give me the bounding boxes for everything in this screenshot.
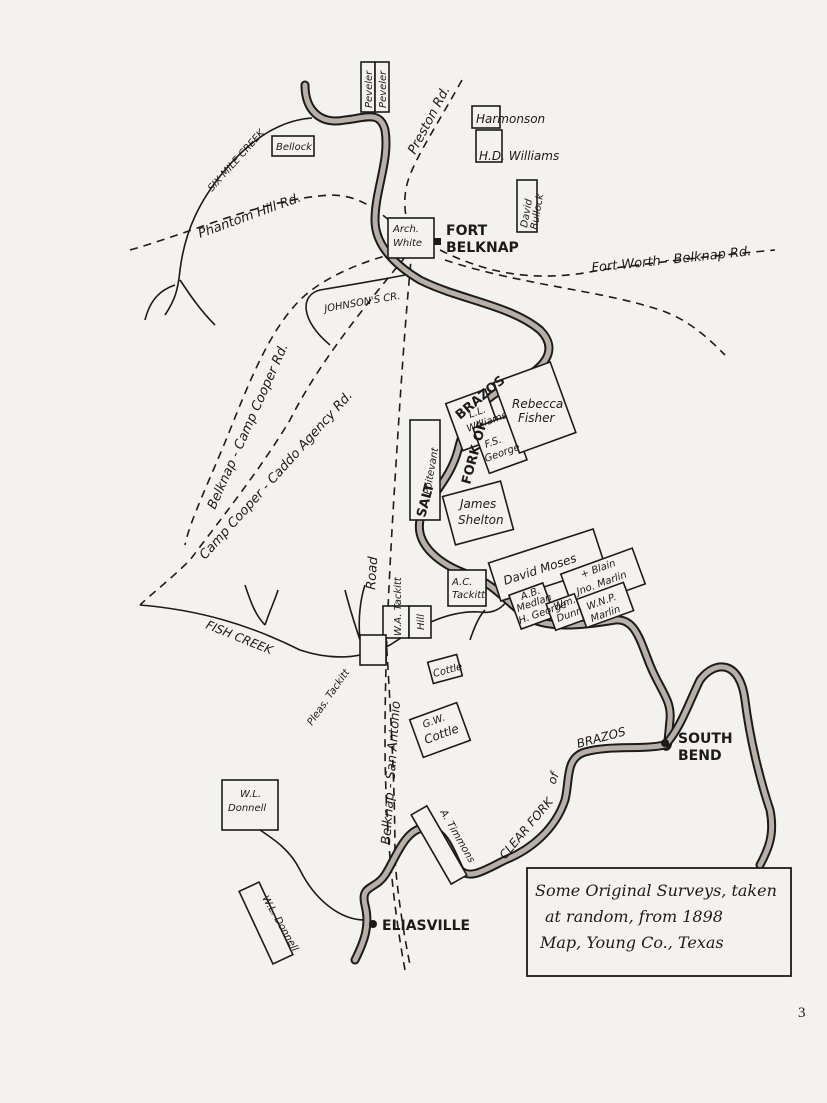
label-david-bullock-1: David <box>519 198 535 229</box>
parcel-harmonson <box>471 105 501 129</box>
johnsons-creek <box>305 274 406 346</box>
town-fort-belknap-2: BELKNAP <box>446 240 519 256</box>
six-mile-creek-branch-a <box>179 279 216 326</box>
label-wl-donnell-2: Donnell <box>228 803 266 814</box>
parcel-rebecca-fisher <box>492 361 577 455</box>
town-south-bend-1: SOUTH <box>678 731 733 747</box>
parcel-arch-white <box>387 217 435 259</box>
label-wl-donnell-1: W.L. <box>240 789 261 800</box>
label-peveler-b: Peveler <box>378 70 389 108</box>
brazos-main-fill <box>662 664 775 868</box>
label-arch-white-2: White <box>393 238 422 249</box>
label-hd-williams: H.D. Williams <box>479 149 559 163</box>
fish-creek-branch-a <box>244 584 279 626</box>
label-james-shelton-2: Shelton <box>458 513 504 527</box>
roads <box>129 79 776 971</box>
legend-line-3: Map, Young Co., Texas <box>539 933 724 952</box>
parcel-ac-tackitt <box>447 569 487 607</box>
label-bellock: Bellock <box>276 142 313 153</box>
legend-line-2: at random, from 1898 <box>545 907 723 926</box>
road-phantom-hill <box>129 194 411 251</box>
parcel-a-timmons <box>410 804 468 886</box>
parcel-david-bullock <box>516 179 538 233</box>
page-number: 3 <box>798 1005 806 1021</box>
south-bend-marker <box>661 739 669 747</box>
legend-line-1: Some Original Surveys, taken <box>535 881 777 900</box>
eliasville-marker <box>369 920 377 928</box>
parcel-wl-donnell-north <box>221 779 279 831</box>
label-rebecca-fisher-1: Rebecca <box>512 397 563 411</box>
parcel-bellock <box>271 135 315 157</box>
label-james-shelton-1: James <box>458 497 496 511</box>
fort-belknap-marker <box>434 238 441 245</box>
legend-box <box>526 867 792 977</box>
parcel-james-shelton <box>441 480 515 546</box>
label-wa-tackitt: W.A. Tackitt <box>393 576 404 636</box>
road-belknap-camp-cooper <box>184 249 411 546</box>
fish-creek-branch-c <box>469 609 486 641</box>
label-hill: Hill <box>416 614 427 630</box>
parcel-poitevant <box>409 419 441 521</box>
road-belknap-san-antonio-lower <box>384 619 411 966</box>
parcel-wm-dunn <box>545 592 585 632</box>
parcel-cottle-small <box>426 653 464 685</box>
label-arch-white-1: Arch. <box>392 224 419 235</box>
parcel-peveler-b <box>374 61 390 113</box>
town-eliasville: ELIASVILLE <box>382 918 470 934</box>
parcel-wl-donnell-strip <box>238 881 294 965</box>
label-road: Road <box>364 555 381 590</box>
six-mile-creek <box>164 117 313 316</box>
label-ac-tackitt-1: A.C. <box>451 577 472 588</box>
parcel-david-moses <box>487 527 607 603</box>
town-markers <box>369 238 669 928</box>
survey-parcels <box>221 61 647 965</box>
parcel-hd-williams <box>475 129 503 163</box>
label-ac-tackitt-2: Tackitt <box>452 590 486 601</box>
label-rebecca-fisher-2: Fisher <box>518 411 555 425</box>
parcel-wa-tackitt <box>382 605 410 639</box>
road-east-branch <box>444 259 726 356</box>
donnell-creek <box>259 829 366 921</box>
parcel-gw-cottle <box>408 701 472 759</box>
label-harmonson: Harmonson <box>476 112 545 126</box>
town-south-bend-2: BEND <box>678 748 722 764</box>
town-fort-belknap-1: FORT <box>446 223 488 239</box>
parcel-hill <box>408 605 432 639</box>
parcel-ab-medlan <box>507 581 557 631</box>
six-mile-creek-branch-b <box>144 284 176 321</box>
road-fort-worth-belknap <box>439 249 776 277</box>
label-peveler-a: Peveler <box>364 70 375 108</box>
road-camp-cooper-caddo <box>139 244 416 606</box>
parcel-pleas-tackitt <box>359 634 387 666</box>
